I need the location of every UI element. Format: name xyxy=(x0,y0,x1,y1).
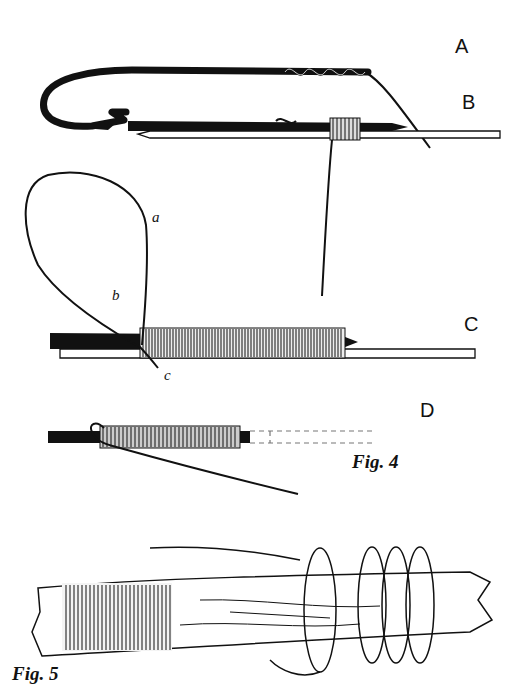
part-letter: A xyxy=(455,36,468,56)
figure-number: Fig. 5 xyxy=(12,664,58,683)
part-letter: C xyxy=(464,314,478,334)
hook-c xyxy=(26,172,475,368)
point-letter: b xyxy=(112,288,120,303)
point-letter: c xyxy=(164,368,171,383)
part-letter: D xyxy=(420,400,434,420)
hook-b xyxy=(128,118,500,296)
figure-number: Fig. 4 xyxy=(352,452,398,471)
point-letter: a xyxy=(152,210,160,225)
part-letter: B xyxy=(462,92,475,112)
stick-fig5 xyxy=(32,547,492,675)
hook-d xyxy=(48,424,375,494)
